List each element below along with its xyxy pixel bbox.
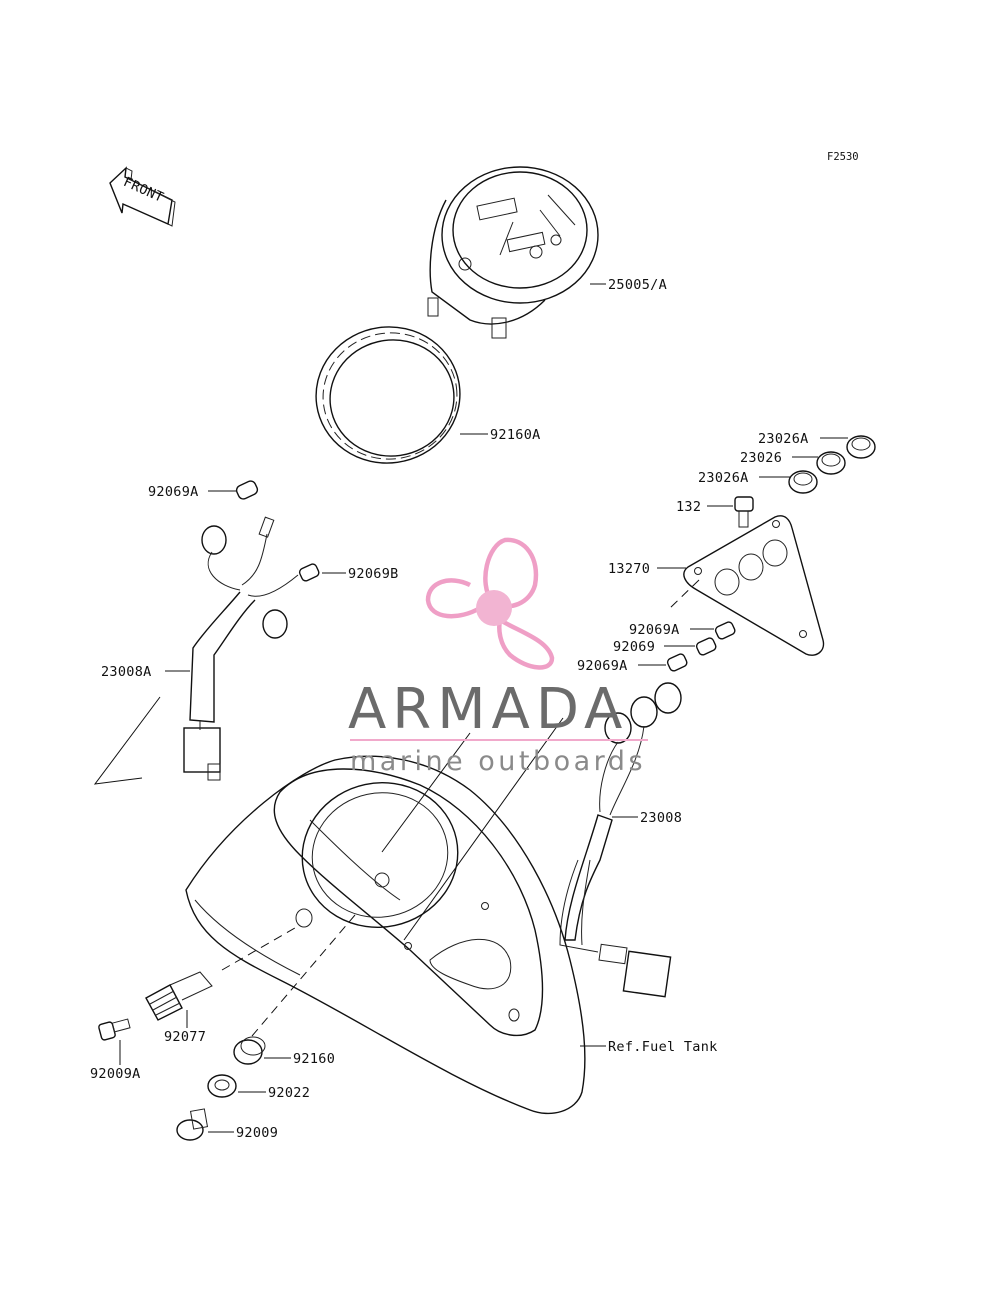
label-92069A-left: 92069A — [148, 484, 199, 500]
brand-title: ARMADA — [348, 677, 628, 742]
collar-icon — [207, 1074, 237, 1098]
label-92069A-right1: 92069A — [629, 622, 680, 638]
label-92069B: 92069B — [348, 566, 399, 582]
label-132: 132 — [676, 499, 701, 515]
screw-icon — [98, 1018, 131, 1041]
label-25005A: 25005/A — [608, 277, 667, 293]
bulb-icon — [666, 621, 736, 672]
meter-cover-icon — [185, 755, 586, 1115]
label-92160A: 92160A — [490, 427, 541, 443]
bulb-icon — [298, 563, 320, 582]
brand-tagline: marine outboards — [350, 746, 646, 777]
front-arrow-icon: FRONT — [109, 166, 176, 227]
label-92077: 92077 — [164, 1029, 206, 1045]
wiring-harness-icon — [183, 516, 299, 781]
label-92009A: 92009A — [90, 1066, 141, 1082]
propeller-logo-icon — [425, 537, 555, 670]
front-label: FRONT — [121, 174, 166, 206]
label-23026A-bottom: 23026A — [698, 470, 749, 486]
label-92009: 92009 — [236, 1125, 278, 1141]
bulb-icon — [235, 480, 259, 500]
trip-knob-icon — [145, 971, 213, 1021]
label-23026: 23026 — [740, 450, 782, 466]
label-23026A-top: 23026A — [758, 431, 809, 447]
label-23008: 23008 — [640, 810, 682, 826]
grommet-icon — [233, 1036, 266, 1065]
armada-watermark: ARMADA marine outboards — [348, 537, 648, 777]
indicator-lens-icon — [788, 435, 876, 494]
screw-icon — [734, 496, 754, 528]
label-92069: 92069 — [613, 639, 655, 655]
label-92022: 92022 — [268, 1085, 310, 1101]
indicator-bracket-icon — [683, 515, 825, 656]
label-23008A: 23008A — [101, 664, 152, 680]
speedometer-icon — [427, 166, 599, 339]
label-92069A-right2: 92069A — [577, 658, 628, 674]
label-92160: 92160 — [293, 1051, 335, 1067]
figure-ref: F2530 — [827, 151, 859, 163]
label-ref-fuel-tank: Ref.Fuel Tank — [608, 1039, 718, 1055]
bolt-icon — [176, 1108, 209, 1141]
wiring-harness-icon — [559, 682, 682, 998]
label-13270: 13270 — [608, 561, 650, 577]
meter-ring-icon — [315, 326, 461, 464]
